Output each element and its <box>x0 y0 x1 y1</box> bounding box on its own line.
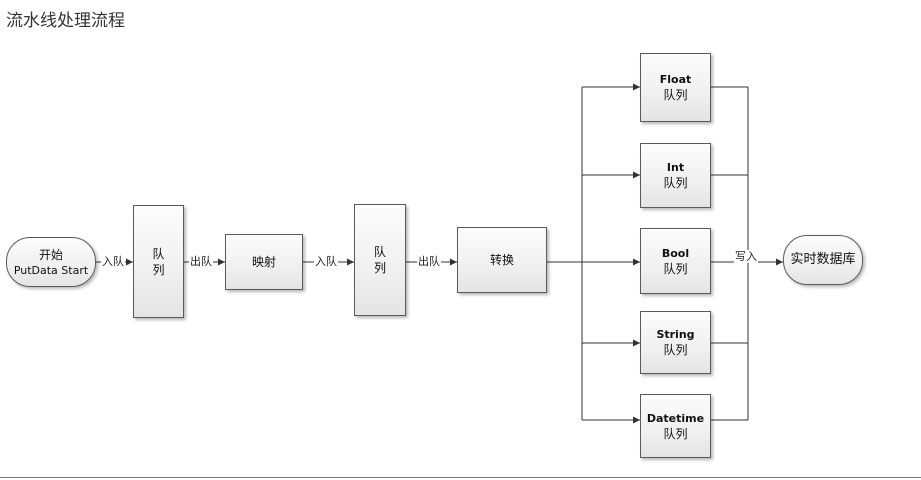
convert-node: 转换 <box>457 227 547 293</box>
edge-label-dequeue-1: 出队 <box>189 255 213 268</box>
int-queue-node: Int 队列 <box>640 143 711 208</box>
diagram-title: 流水线处理流程 <box>6 11 125 31</box>
float-queue-label: 队列 <box>663 88 688 102</box>
int-queue-label: 队列 <box>663 176 688 190</box>
queue-node-2: 队 列 <box>354 204 406 316</box>
edge-label-enqueue-2: 入队 <box>314 255 338 268</box>
edge-label-dequeue-2: 出队 <box>417 255 441 268</box>
bool-queue-node: Bool 队列 <box>640 228 711 294</box>
datetime-queue-label: 队列 <box>663 426 688 441</box>
queue-node-2-char-1: 队 <box>373 245 386 259</box>
start-node-label: 开始 <box>38 247 63 262</box>
string-queue-type: String <box>656 328 695 341</box>
datetime-queue-type: Datetime <box>646 411 705 425</box>
string-queue-node: String 队列 <box>640 311 711 374</box>
queue-node-1: 队 列 <box>133 205 184 318</box>
database-node-label: 实时数据库 <box>790 252 856 267</box>
bool-queue-type: Bool <box>661 246 690 260</box>
float-queue-type: Float <box>659 73 692 86</box>
mapping-node: 映射 <box>225 234 303 290</box>
edge-label-write: 写入 <box>734 250 758 263</box>
string-queue-label: 队列 <box>663 343 688 357</box>
int-queue-type: Int <box>666 161 685 174</box>
start-node-sublabel: PutData Start <box>13 263 89 277</box>
convert-node-label: 转换 <box>489 253 514 267</box>
datetime-queue-node: Datetime 队列 <box>640 394 711 458</box>
mapping-node-label: 映射 <box>251 255 276 269</box>
database-node: 实时数据库 <box>783 235 863 285</box>
queue-node-1-char-2: 列 <box>152 262 165 277</box>
float-queue-node: Float 队列 <box>640 53 711 122</box>
bool-queue-label: 队列 <box>663 261 688 276</box>
edge-label-enqueue-1: 入队 <box>101 255 125 268</box>
start-node: 开始 PutData Start <box>6 237 96 287</box>
queue-node-1-char-1: 队 <box>152 246 165 261</box>
bottom-border <box>0 477 921 478</box>
queue-node-2-char-2: 列 <box>373 261 386 275</box>
